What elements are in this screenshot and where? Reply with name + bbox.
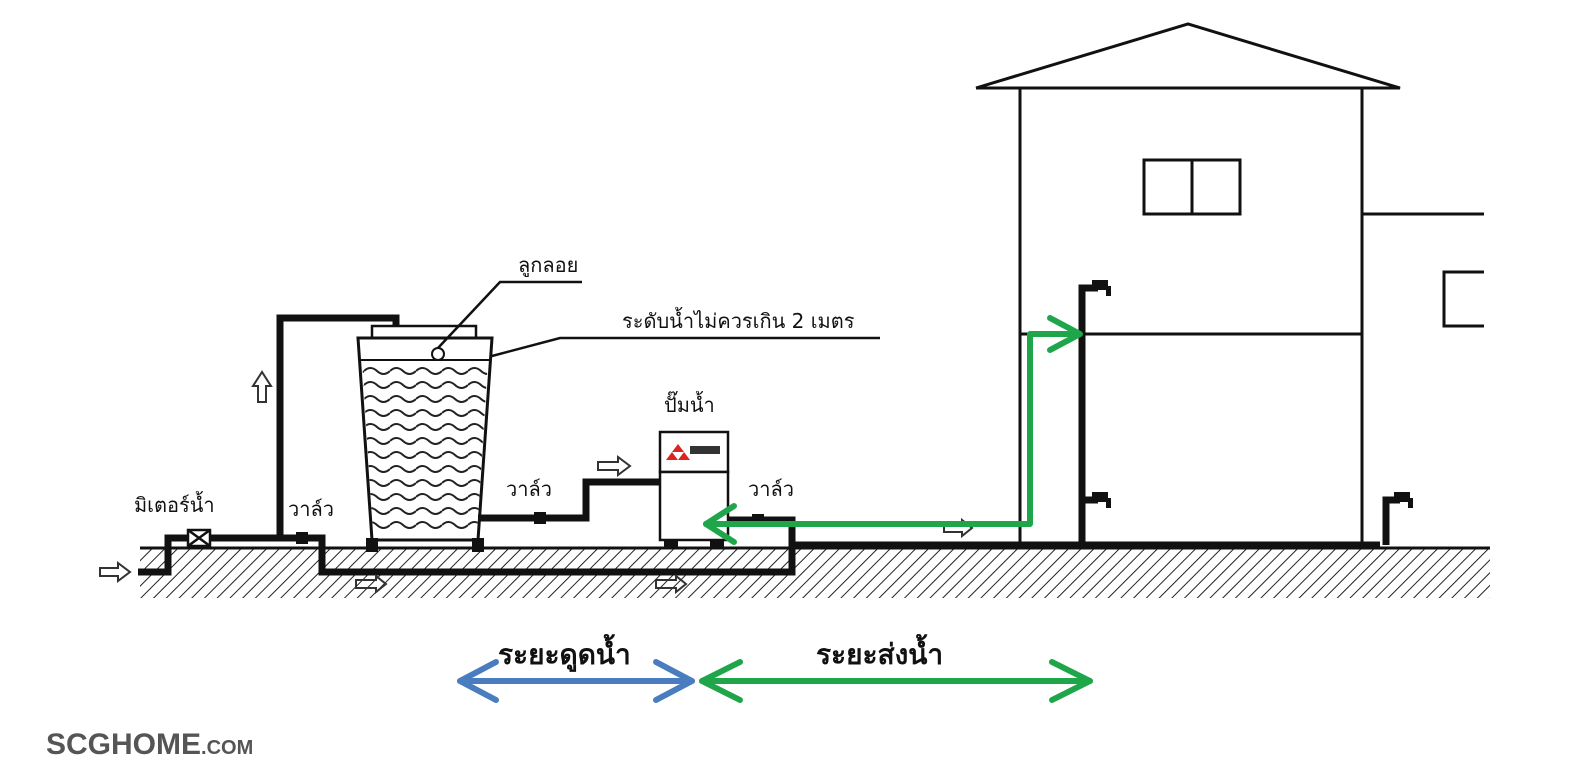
delivery-pipe [328, 284, 1400, 576]
suction-pipe [478, 478, 660, 522]
water-level-label: ระดับน้ำไม่ควรเกิน 2 เมตร [622, 307, 855, 333]
valve-1-icon [296, 532, 308, 544]
leader-lines [437, 280, 880, 358]
inlet-arrow-icon [99, 561, 132, 583]
logo-main: SCGHOME [46, 728, 202, 761]
faucet-icon [1092, 280, 1413, 508]
valve-2-label: วาล์ว [506, 477, 552, 501]
water-tank [356, 324, 494, 552]
delivery-path-arrow [703, 315, 1083, 545]
up-arrow-icon [251, 370, 273, 403]
scghome-logo: SCGHOME.COM [46, 728, 253, 762]
pump-label: ปั๊มน้ำ [664, 390, 715, 417]
valve-1-label: วาล์ว [288, 497, 334, 521]
pump [658, 430, 730, 548]
suction-distance-arrow [457, 659, 695, 703]
meter-label: มิเตอร์น้ำ [134, 491, 215, 517]
valve-3-label: วาล์ว [748, 477, 794, 501]
delivery-distance-label: ระยะส่งน้ำ [816, 633, 943, 671]
house [975, 22, 1484, 545]
delivery-distance-arrow [699, 659, 1093, 703]
suction-distance-label: ระยะดูดน้ำ [498, 633, 631, 672]
float-label: ลูกลอย [518, 253, 578, 278]
logo-suffix: .COM [201, 737, 254, 759]
water-meter-icon [186, 528, 212, 548]
flow-arrow-icon [597, 455, 632, 477]
valve-2-icon [534, 512, 546, 524]
